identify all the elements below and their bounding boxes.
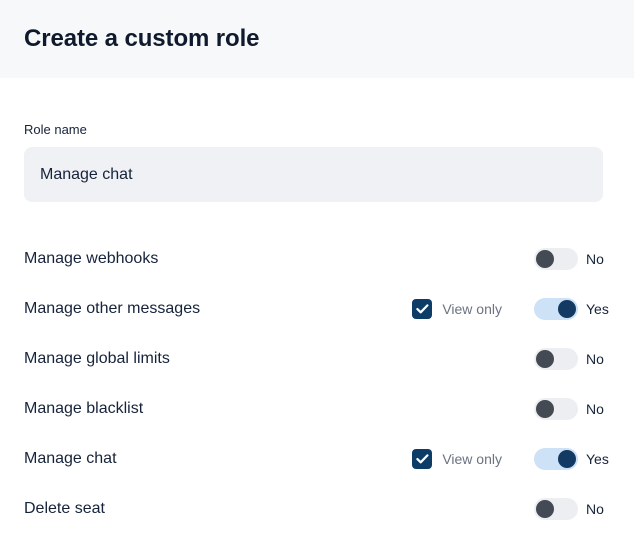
role-name-field-group: Role name [24,78,610,202]
permission-toggle-wrap: Yes [534,298,610,320]
permission-row-controls: View only No [412,484,610,534]
permission-row: Manage webhooks View only No [24,234,610,284]
permission-row: Manage other messages View only Yes [24,284,610,334]
toggle-knob [558,300,576,318]
toggle-knob [536,500,554,518]
permission-row-controls: View only No [412,334,610,384]
permission-label: Manage blacklist [24,400,144,417]
toggle-knob [558,450,576,468]
view-only-control[interactable]: View only [412,299,502,319]
permission-toggle-wrap: Yes [534,448,610,470]
permission-row: Manage blacklist View only No [24,384,610,434]
toggle-knob [536,250,554,268]
permission-toggle-wrap: No [534,248,610,270]
toggle-state-label: No [586,401,604,417]
toggle-state-label: No [586,351,604,367]
view-only-label: View only [442,301,502,317]
form-body: Role name Manage webhooks View only No [0,78,634,534]
permission-toggle[interactable] [534,498,578,520]
check-icon[interactable] [412,449,433,469]
permission-row: Manage chat View only Yes [24,434,610,484]
permission-label: Delete seat [24,500,105,517]
permission-toggle[interactable] [534,298,578,320]
permission-label: Manage global limits [24,350,170,367]
check-icon[interactable] [412,299,433,319]
permission-toggle[interactable] [534,448,578,470]
toggle-state-label: Yes [586,301,609,317]
permission-row: Delete seat View only No [24,484,610,534]
permission-row-controls: View only Yes [412,434,610,484]
toggle-knob [536,350,554,368]
page-header: Create a custom role [0,0,634,78]
permission-toggle[interactable] [534,398,578,420]
role-name-input[interactable] [24,147,603,202]
toggle-state-label: No [586,501,604,517]
view-only-control[interactable]: View only [412,449,502,469]
toggle-state-label: No [586,251,604,267]
permission-label: Manage webhooks [24,250,159,267]
permission-label: Manage other messages [24,300,201,317]
permission-toggle-wrap: No [534,348,610,370]
permission-toggle-wrap: No [534,398,610,420]
permission-toggle[interactable] [534,348,578,370]
permission-row-controls: View only No [412,234,610,284]
permission-toggle[interactable] [534,248,578,270]
permission-label: Manage chat [24,450,117,467]
permission-row: Manage global limits View only No [24,334,610,384]
permission-row-controls: View only Yes [412,284,610,334]
permission-row-controls: View only No [412,384,610,434]
permission-toggle-wrap: No [534,498,610,520]
role-name-label: Role name [24,122,87,137]
toggle-knob [536,400,554,418]
view-only-label: View only [442,451,502,467]
page-title: Create a custom role [24,25,260,52]
toggle-state-label: Yes [586,451,609,467]
permissions-list: Manage webhooks View only No Manage othe… [24,234,610,534]
